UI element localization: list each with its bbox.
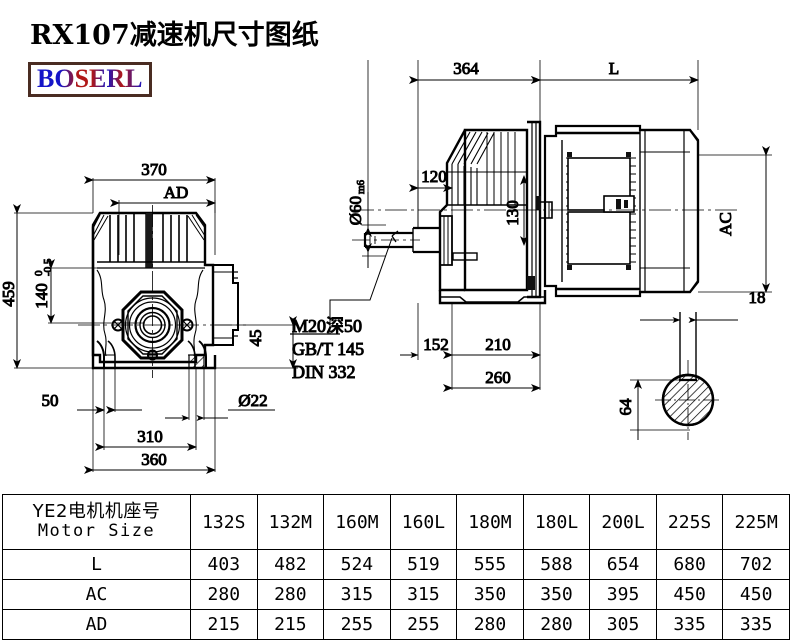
table-cell: 215	[256, 609, 325, 640]
note-gbt: GB/T 145	[292, 339, 364, 359]
table-col-header: 160M	[323, 494, 391, 550]
dim-370: 370	[141, 160, 167, 179]
table-col-header: 132M	[256, 494, 325, 550]
brand-logo-text: BOSERL	[37, 64, 143, 93]
table-row-label: AC	[2, 579, 191, 610]
table-col-header: 225M	[722, 494, 790, 550]
dim-50: 50	[42, 391, 59, 410]
table-cell: 519	[389, 549, 458, 580]
dim-shaft-dia: Ø60	[346, 196, 365, 225]
table-cell: 335	[655, 609, 724, 640]
dim-64: 64	[616, 398, 635, 416]
table-col-header: 200L	[589, 494, 657, 550]
dim-140: 140	[32, 283, 51, 309]
table-cell: 335	[722, 609, 790, 640]
shaft-keyway-section: 18 64	[616, 288, 766, 440]
dim-AC: AC	[716, 212, 735, 236]
dim-364: 364	[453, 59, 479, 78]
brand-logo: BOSERL	[28, 62, 152, 98]
page-title: RX107减速机尺寸图纸	[30, 20, 319, 51]
dim-L: L	[609, 59, 619, 78]
dim-18: 18	[749, 288, 766, 307]
dim-120: 120	[421, 167, 447, 186]
table-cell: 350	[522, 579, 591, 610]
table-cell: 255	[389, 609, 458, 640]
table-cell: 315	[389, 579, 458, 610]
table-cell: 588	[522, 549, 591, 580]
dim-140-tol-lower: -0.5	[42, 258, 54, 276]
table-row-label: L	[2, 549, 191, 580]
table-cell: 395	[589, 579, 657, 610]
table-cell: 305	[589, 609, 657, 640]
table-row-label: AD	[2, 609, 191, 640]
motor-dimension-table: YE2电机机座号 Motor Size 132S 132M 160M 160L …	[2, 494, 790, 640]
dim-140-tol-upper: 0	[33, 270, 45, 276]
table-row: L 403 482 524 519 555 588 654 680 702	[2, 549, 790, 580]
table-cell: 315	[323, 579, 391, 610]
note-din: DIN 332	[292, 362, 356, 382]
table-header-cn: YE2电机机座号	[32, 501, 161, 523]
table-cell: 280	[522, 609, 591, 640]
table-cell: 255	[323, 609, 391, 640]
dim-210: 210	[485, 335, 511, 354]
table-col-header: 225S	[655, 494, 724, 550]
table-cell: 482	[256, 549, 325, 580]
table-cell: 280	[456, 609, 524, 640]
table-cell: 215	[190, 609, 258, 640]
table-cell: 280	[190, 579, 258, 610]
dim-45: 45	[246, 330, 265, 347]
table-cell: 524	[323, 549, 391, 580]
dim-130: 130	[503, 200, 522, 226]
table-cell: 555	[456, 549, 524, 580]
note-thread: M20深50	[292, 316, 362, 336]
dim-360: 360	[141, 450, 167, 469]
technical-drawing: 370 AD 459 140 0 -0.5 45	[0, 59, 772, 474]
table-header-en: Motor Size	[37, 521, 156, 542]
dim-shaft-fit: m6	[355, 179, 367, 194]
dim-310: 310	[137, 427, 163, 446]
table-col-header: 180M	[456, 494, 524, 550]
table-col-header: 132S	[190, 494, 258, 550]
dim-dia22: Ø22	[238, 391, 267, 410]
table-header-row: YE2电机机座号 Motor Size 132S 132M 160M 160L …	[2, 494, 790, 550]
table-cell: 403	[190, 549, 258, 580]
dim-260: 260	[485, 368, 511, 387]
table-cell: 350	[456, 579, 524, 610]
table-header-label: YE2电机机座号 Motor Size	[2, 494, 191, 550]
gearbox-motor-side-view: 364 L AC Ø60 m6 120 13	[290, 59, 772, 392]
gearbox-front-view: 370 AD 459 140 0 -0.5 45	[0, 160, 298, 474]
table-cell: 450	[655, 579, 724, 610]
table-cell: 702	[722, 549, 790, 580]
table-row: AC 280 280 315 315 350 350 395 450 450	[2, 579, 790, 610]
dim-AD: AD	[164, 183, 189, 202]
table-col-header: 160L	[389, 494, 458, 550]
table-cell: 654	[589, 549, 657, 580]
dim-459: 459	[0, 281, 18, 307]
table-col-header: 180L	[522, 494, 591, 550]
table-cell: 680	[655, 549, 724, 580]
table-row: AD 215 215 255 255 280 280 305 335 335	[2, 609, 790, 640]
table-cell: 280	[256, 579, 325, 610]
dim-152: 152	[423, 335, 449, 354]
table-cell: 450	[722, 579, 790, 610]
